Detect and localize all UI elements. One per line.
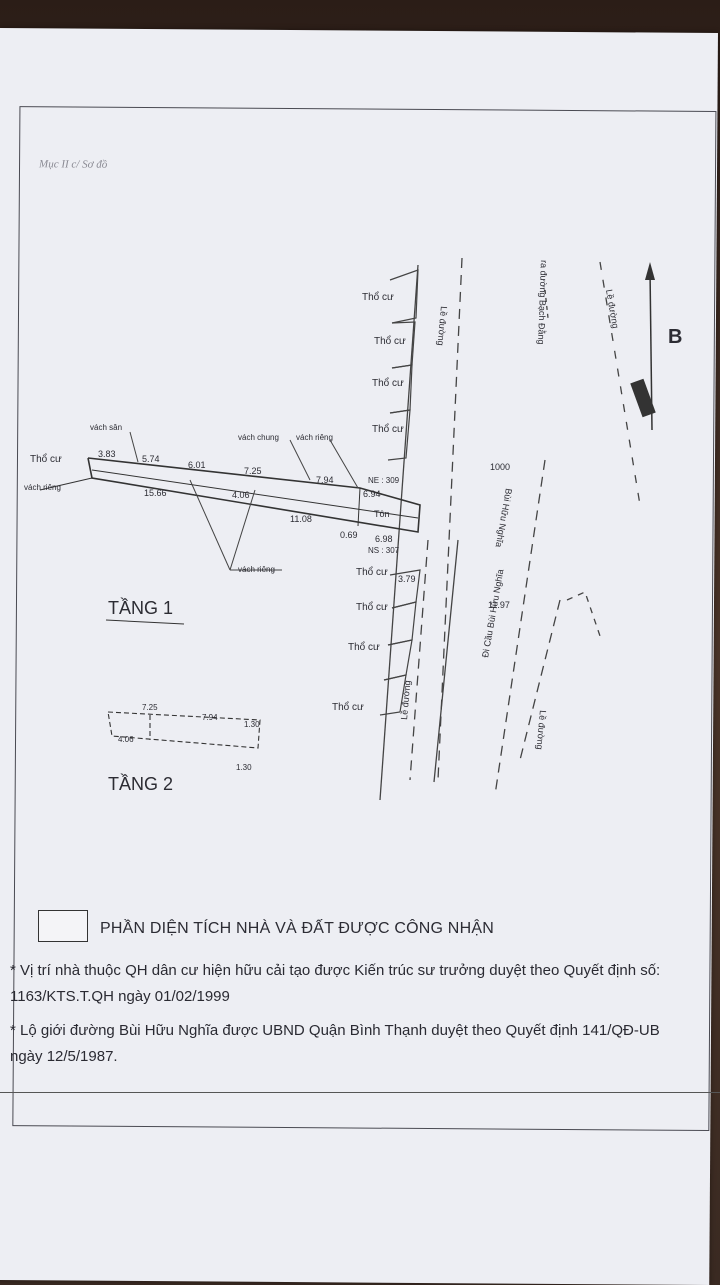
svg-text:Thổ cư: Thổ cư — [30, 453, 62, 465]
svg-text:6.01: 6.01 — [188, 460, 206, 470]
svg-text:Lề đường: Lề đường — [436, 306, 449, 346]
svg-text:0.69: 0.69 — [340, 530, 358, 540]
svg-text:Thổ cư: Thổ cư — [332, 701, 364, 713]
svg-text:3.83: 3.83 — [98, 449, 116, 459]
svg-text:7.25: 7.25 — [244, 466, 262, 476]
svg-text:Thổ cư: Thổ cư — [356, 601, 388, 613]
street-labels: Lề đường ra đường Bạch Đằng Lề đường Bùi… — [399, 260, 621, 750]
note-road-boundary: * Lộ giới đường Bùi Hữu Nghĩa được UBND … — [10, 1022, 660, 1065]
svg-text:vách sân: vách sân — [90, 423, 122, 432]
svg-text:NS : 307: NS : 307 — [368, 546, 400, 555]
svg-text:Bùi Hữu Nghĩa: Bùi Hữu Nghĩa — [494, 488, 514, 548]
floor1-lot-outline — [39, 457, 421, 533]
svg-text:4.06: 4.06 — [232, 490, 250, 500]
svg-text:1.30: 1.30 — [236, 763, 252, 772]
svg-text:Thổ cư: Thổ cư — [348, 641, 380, 653]
svg-text:6.98: 6.98 — [375, 534, 393, 544]
svg-text:15.66: 15.66 — [144, 488, 167, 498]
svg-text:5.74: 5.74 — [142, 454, 160, 464]
floor2-dimensions: 7.25 7.94 4.06 1.30 1.30 — [118, 703, 260, 772]
svg-text:11.97: 11.97 — [488, 600, 510, 610]
svg-text:Lề đường: Lề đường — [604, 289, 621, 330]
svg-text:7.25: 7.25 — [142, 703, 158, 712]
svg-text:7.94: 7.94 — [202, 713, 218, 722]
svg-text:vách riêng: vách riêng — [24, 483, 61, 492]
svg-text:vách riêng: vách riêng — [238, 565, 275, 574]
leader-lines — [129, 431, 359, 571]
floor2-outline — [107, 711, 261, 749]
legend-text: PHẦN DIỆN TÍCH NHÀ VÀ ĐẤT ĐƯỢC CÔNG NHẬN — [100, 920, 494, 937]
svg-text:6.94: 6.94 — [363, 489, 381, 499]
north-label: B — [668, 326, 682, 348]
svg-text:Lề đường: Lề đường — [399, 680, 412, 720]
legend-swatch — [38, 910, 88, 942]
svg-text:Lề đường: Lề đường — [535, 710, 548, 750]
floor2-label: TẦNG 2 — [108, 773, 173, 794]
svg-text:Thổ cư: Thổ cư — [372, 423, 404, 435]
tho-cu-labels: Thổ cư Thổ cư Thổ cư Thổ cư Thổ cư Thổ c… — [30, 291, 406, 713]
svg-text:1.30: 1.30 — [244, 720, 260, 729]
floor1-dimensions: 3.83 5.74 6.01 7.25 7.94 15.66 4.06 11.0… — [98, 449, 416, 584]
svg-text:Thổ cư: Thổ cư — [374, 335, 406, 347]
vach-labels: vách sân vách chung vách riêng vách riên… — [24, 423, 333, 574]
svg-text:NE : 309: NE : 309 — [368, 476, 400, 485]
svg-text:11.08: 11.08 — [290, 514, 312, 524]
svg-text:1000: 1000 — [490, 462, 510, 472]
page-divider — [0, 1092, 720, 1093]
neighbor-parcels — [379, 269, 421, 716]
svg-text:vách chung: vách chung — [238, 433, 279, 442]
svg-text:7.94: 7.94 — [316, 475, 334, 485]
svg-text:4.06: 4.06 — [118, 735, 134, 744]
svg-text:vách riêng: vách riêng — [296, 433, 333, 442]
svg-text:Thổ cư: Thổ cư — [372, 377, 404, 389]
floor1-label: TẦNG 1 — [108, 597, 173, 618]
svg-text:Đi Cầu Bùi Hữu Nghĩa: Đi Cầu Bùi Hữu Nghĩa — [480, 568, 505, 658]
north-arrow-icon — [630, 262, 656, 431]
svg-text:3.79: 3.79 — [398, 574, 416, 584]
note-planning: * Vị trí nhà thuộc QH dân cư hiện hữu cả… — [10, 962, 661, 1005]
svg-text:Tôn: Tôn — [374, 509, 390, 519]
svg-text:Thổ cư: Thổ cư — [356, 566, 388, 578]
street-lines — [379, 257, 641, 801]
svg-text:Thổ cư: Thổ cư — [362, 291, 394, 303]
svg-text:ra đường Bạch Đằng: ra đường Bạch Đằng — [536, 260, 549, 345]
